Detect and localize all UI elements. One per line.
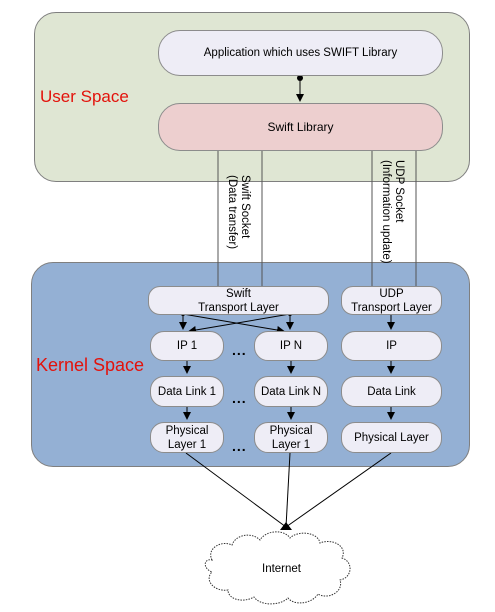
phys2-to-internet bbox=[285, 452, 291, 528]
physical-layer-box: Physical Layer bbox=[341, 422, 442, 453]
phys1-to-internet bbox=[185, 452, 287, 528]
swift-socket-label: Swift Socket(Data transfer) bbox=[226, 175, 251, 250]
swift-library-box: Swift Library bbox=[158, 103, 443, 151]
data-link-n-box: Data Link N bbox=[254, 376, 328, 407]
internet-cloud bbox=[204, 531, 351, 605]
internet-label: Internet bbox=[262, 563, 301, 575]
ip1-box: IP 1 bbox=[150, 331, 224, 361]
ellipsis-physical: ... bbox=[232, 438, 247, 454]
ellipsis-ip: ... bbox=[232, 342, 247, 358]
user-space-label: User Space bbox=[40, 87, 129, 106]
application-label: Application which uses SWIFT Library bbox=[203, 47, 398, 59]
ipn-box: IP N bbox=[254, 331, 328, 361]
data-link-1-box: Data Link 1 bbox=[150, 376, 224, 407]
application-box: Application which uses SWIFT Library bbox=[158, 30, 443, 76]
data-link-box: Data Link bbox=[341, 376, 442, 407]
ellipsis-data-link: ... bbox=[232, 390, 247, 406]
phys3-to-internet bbox=[285, 452, 392, 528]
swift-library-label: Swift Library bbox=[267, 120, 334, 134]
kernel-space-label: Kernel Space bbox=[36, 355, 145, 375]
ip-box: IP bbox=[341, 331, 442, 361]
udp-socket-label: UDP Socket(Information update) bbox=[380, 160, 405, 264]
